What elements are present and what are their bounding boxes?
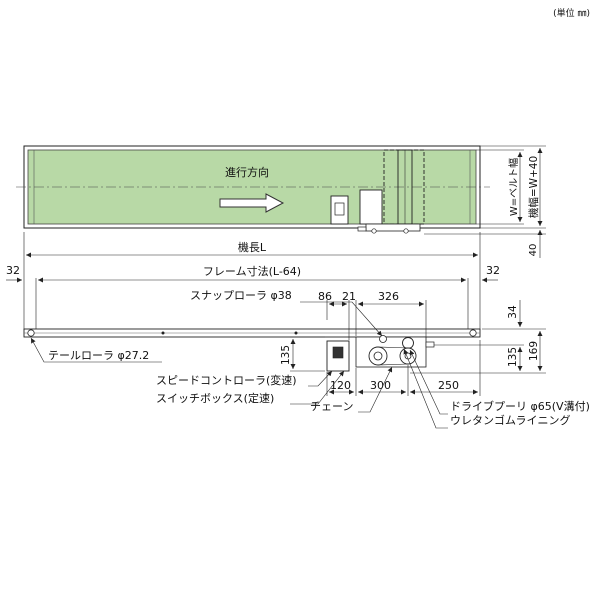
drive-pulley-label: ドライブプーリ φ65(V溝付) — [450, 399, 590, 413]
drive-plate — [355, 336, 427, 368]
drive-pulley-side — [402, 337, 414, 349]
tail-roller-label: テールローラ φ27.2 — [48, 349, 149, 362]
dim-120-label: 120 — [330, 379, 351, 392]
left-32-label: 32 — [6, 264, 20, 277]
head-roller — [469, 329, 477, 337]
belt-width-label: W=ベルト幅 — [507, 158, 520, 216]
chain-label: チェーン — [310, 400, 353, 413]
snap-roller — [379, 335, 387, 343]
support-bolt-2 — [294, 331, 298, 335]
urethane-lining-label: ウレタンゴムライニング — [450, 413, 570, 427]
snap-roller-label: スナップローラ φ38 — [190, 289, 292, 302]
dim-40-label: 40 — [528, 244, 539, 257]
switch-box-top — [330, 195, 349, 225]
top-view: 進行方向 W=ベルト幅 機幅=W+40 40 — [16, 145, 546, 258]
urethane-lining-leader — [403, 348, 448, 429]
length-dimensions: 機長L フレーム寸法(L-64) 32 32 — [6, 232, 500, 330]
motor-box — [359, 189, 383, 225]
speed-controller-leader — [308, 370, 333, 387]
unit-note: (単位 ㎜) — [553, 7, 590, 19]
bolt-1 — [371, 228, 377, 234]
chain-lower — [377, 363, 409, 366]
tail-roller-leader — [30, 337, 162, 363]
chain-leader — [358, 366, 393, 413]
callouts: スナップローラ φ38 テールローラ φ27.2 スピードコントローラ(変速) … — [30, 289, 590, 429]
motor-sprocket-hub — [373, 351, 383, 361]
direction-label: 進行方向 — [225, 165, 269, 179]
drive-pulley-leader — [409, 349, 448, 415]
bolt-2 — [403, 228, 409, 234]
dim-135-left-label: 135 — [280, 345, 292, 365]
switch-box-leader — [290, 370, 345, 405]
frame-size-label: フレーム寸法(L-64) — [203, 264, 301, 278]
tension-knob — [425, 341, 435, 348]
support-bolt-1 — [161, 331, 165, 335]
dim-34-label: 34 — [507, 305, 519, 319]
dim-21-label: 21 — [342, 290, 356, 303]
tail-roller — [27, 329, 35, 337]
dim-326-label: 326 — [378, 290, 399, 303]
direction-arrow — [219, 193, 285, 213]
bracket-lug — [357, 226, 367, 232]
right-32-label: 32 — [486, 264, 500, 277]
dim-300-label: 300 — [370, 379, 391, 392]
dim-135-right-label: 135 — [507, 347, 519, 367]
machine-width-label: 機幅=W+40 — [527, 156, 540, 218]
switch-box-knob — [332, 346, 344, 359]
dim-250-label: 250 — [438, 379, 459, 392]
snap-roller-leader — [300, 301, 383, 337]
speed-controller-label: スピードコントローラ(変速) — [156, 373, 297, 387]
chain-upper — [377, 346, 409, 349]
dim-169-label: 169 — [528, 341, 540, 361]
switch-box-top-inner — [334, 202, 345, 216]
switch-box-label: スイッチボックス(定速) — [156, 391, 274, 405]
dim-86-label: 86 — [318, 290, 332, 303]
machine-length-label: 機長L — [238, 240, 267, 254]
